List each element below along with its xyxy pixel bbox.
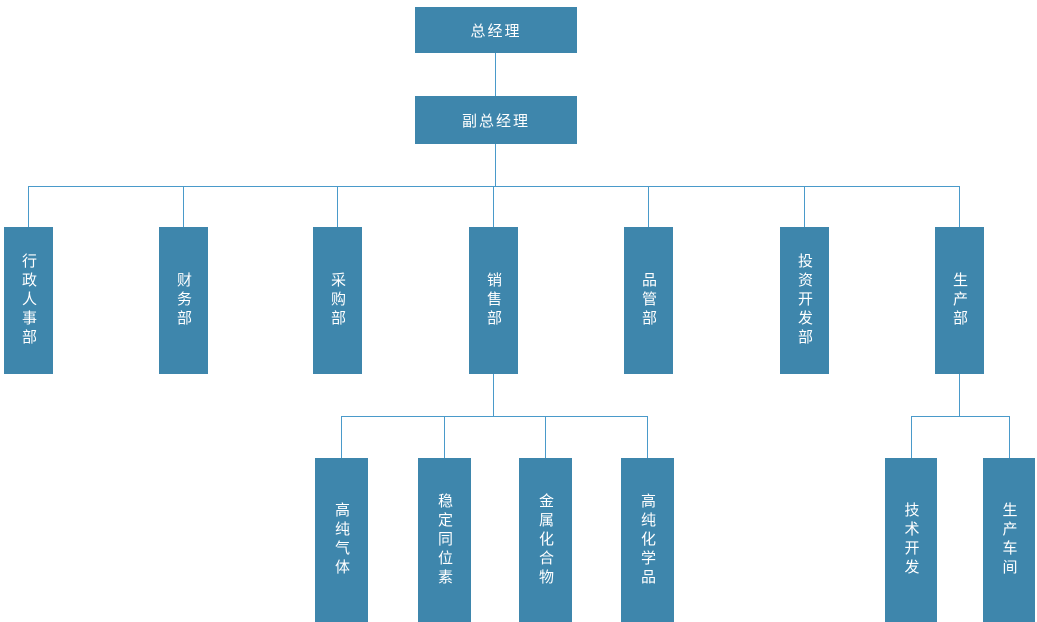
connector-drop-sales-2 (444, 416, 445, 458)
connector-sales-stem (493, 374, 494, 416)
connector-drop-sales-3 (545, 416, 546, 458)
node-label: 高纯气体 (333, 502, 350, 578)
connector-deputy-main (495, 144, 496, 186)
org-node-stable-isotope: 稳定同位素 (418, 458, 471, 622)
org-node-production-workshop: 生产车间 (983, 458, 1035, 622)
node-label: 总经理 (470, 22, 522, 40)
connector-production-stem (959, 374, 960, 416)
org-node-quality-control-dept: 品管部 (624, 227, 673, 374)
node-label: 行政人事部 (20, 253, 37, 348)
org-node-general-manager: 总经理 (415, 7, 577, 53)
connector-drop-dept-7 (959, 186, 960, 227)
connector-drop-production-1 (911, 416, 912, 458)
node-label: 金属化合物 (537, 492, 554, 588)
connector-main-bar (28, 186, 960, 187)
org-node-finance-dept: 财务部 (159, 227, 208, 374)
node-label: 投资开发部 (796, 253, 813, 348)
node-label: 技术开发 (902, 502, 920, 578)
org-node-technology-development: 技术开发 (885, 458, 937, 622)
connector-drop-dept-3 (337, 186, 338, 227)
org-node-deputy-general-manager: 副总经理 (415, 96, 577, 144)
org-node-high-purity-gas: 高纯气体 (315, 458, 368, 622)
node-label: 副总经理 (461, 112, 530, 130)
connector-drop-dept-6 (804, 186, 805, 227)
node-label: 生产部 (951, 272, 968, 329)
connector-sales-bar (341, 416, 647, 417)
org-node-investment-development-dept: 投资开发部 (780, 227, 829, 374)
connector-drop-dept-5 (648, 186, 649, 227)
connector-drop-sales-1 (341, 416, 342, 458)
node-label: 品管部 (640, 272, 657, 329)
org-node-admin-hr-dept: 行政人事部 (4, 227, 53, 374)
connector-root-deputy (495, 53, 496, 96)
node-label: 稳定同位素 (436, 492, 453, 588)
connector-drop-dept-2 (183, 186, 184, 227)
connector-drop-dept-4 (493, 186, 494, 227)
org-node-high-purity-chemicals: 高纯化学品 (621, 458, 674, 622)
org-node-production-dept: 生产部 (935, 227, 984, 374)
node-label: 财务部 (175, 272, 192, 329)
org-node-metal-compound: 金属化合物 (519, 458, 572, 622)
org-node-sales-dept: 销售部 (469, 227, 518, 374)
node-label: 采购部 (329, 272, 346, 329)
node-label: 生产车间 (1000, 502, 1018, 578)
connector-drop-sales-4 (647, 416, 648, 458)
connector-production-bar (911, 416, 1009, 417)
node-label: 销售部 (485, 272, 502, 329)
org-node-purchasing-dept: 采购部 (313, 227, 362, 374)
connector-drop-dept-1 (28, 186, 29, 227)
connector-drop-production-2 (1009, 416, 1010, 458)
node-label: 高纯化学品 (639, 492, 656, 588)
